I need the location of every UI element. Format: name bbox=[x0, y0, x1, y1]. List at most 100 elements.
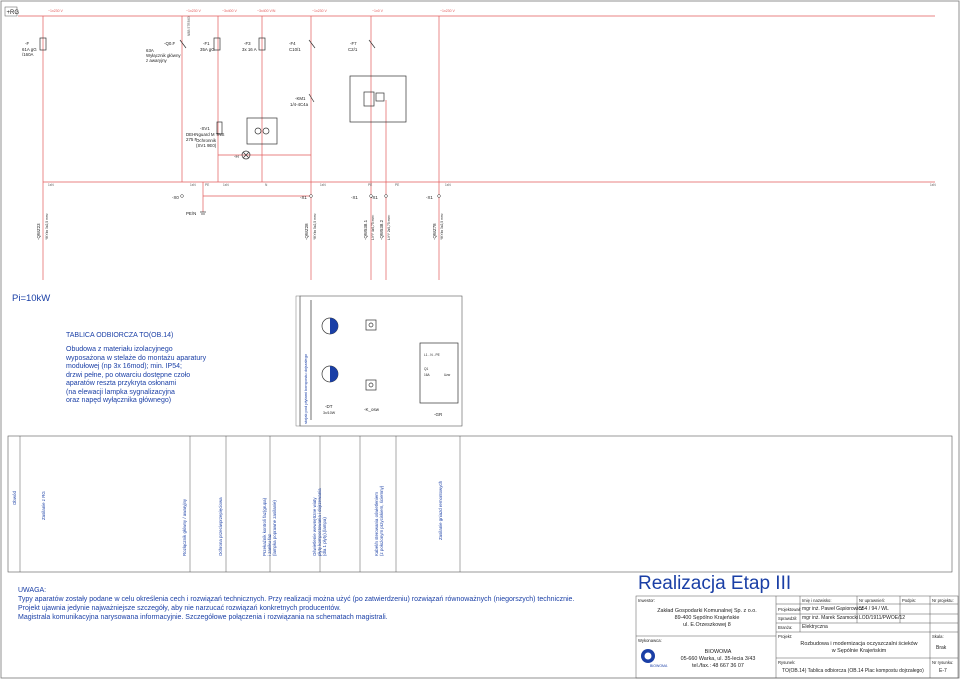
notes-heading: UWAGA: bbox=[18, 587, 47, 594]
terminals bbox=[180, 194, 441, 198]
label: LiYY 2x0,75 mm² bbox=[387, 214, 391, 240]
legend-col: Przekaźnik kontroli faz(grupa)i zaniku f… bbox=[262, 497, 277, 556]
label: Rozbudowa i modernizacja oczyszczalni śc… bbox=[800, 641, 918, 647]
k-osw-label: -K_osw bbox=[364, 407, 380, 412]
rg-box bbox=[4, 6, 18, 17]
bus-tag: ~1x0 V bbox=[372, 9, 384, 13]
cable-labels: -QWZ23 YKYżo 3x2,5 mm² -QWZ28 YKYżo 5x2,… bbox=[36, 213, 444, 240]
q0f-name: -Q0.F bbox=[164, 41, 176, 46]
investor-label: Inwestor: bbox=[638, 598, 655, 603]
bus-tag: ~1x230 V bbox=[312, 9, 328, 13]
investor-line: Zakład Gospodarki Komunalnej Sp. z o.o. bbox=[657, 608, 757, 614]
f7-name: -F7 bbox=[350, 41, 357, 46]
label: Nr uprawnień: bbox=[859, 598, 886, 603]
label: Sprawdził: bbox=[778, 616, 798, 621]
label: Rysunek: bbox=[778, 660, 796, 665]
label: Podpis: bbox=[902, 598, 916, 603]
x1-label: -X1 bbox=[300, 195, 307, 200]
sv1-spec: Ochronnik(SV1 9E0) bbox=[196, 138, 217, 148]
x1-label: -X1 bbox=[371, 195, 378, 200]
dt-name: -DT bbox=[325, 404, 333, 409]
label: wyposażona w stelaże do montażu aparatur… bbox=[66, 354, 207, 362]
label: 1xN bbox=[445, 183, 451, 187]
pe-label: PE/N bbox=[186, 211, 196, 216]
gr-label: -GR bbox=[434, 412, 443, 417]
label: YKYżo 5x2,5 mm² bbox=[313, 213, 317, 240]
km1-spec: 1/4-4C4a bbox=[290, 102, 309, 107]
notes-line: Projekt ujawnia jedynie najważniejsze sz… bbox=[18, 605, 341, 612]
cable-name: -QWZ23 bbox=[36, 223, 41, 240]
label: w Sępólnie Krajeńskim bbox=[831, 648, 887, 654]
label: oraz napęd wyłącznika głównego) bbox=[66, 397, 172, 404]
label: Brak bbox=[936, 645, 947, 651]
label: E-7 bbox=[939, 668, 947, 674]
label: Uzw bbox=[444, 373, 451, 377]
logo-text: BIOWOMA bbox=[650, 664, 668, 668]
power-label: Pi=10kW bbox=[12, 293, 51, 304]
f4-name: -F4 bbox=[289, 41, 296, 46]
label: YKYżo 3x2,5 mm² bbox=[440, 213, 444, 240]
bus-tag: ~3x400 V bbox=[222, 9, 238, 13]
x1-label: -X1 bbox=[351, 195, 358, 200]
lamp-icon bbox=[330, 318, 338, 334]
label: mgr inż. Marek Szamocki bbox=[802, 615, 859, 621]
bus-tag: ~1x230 V bbox=[186, 9, 202, 13]
km1-name: -KM1 bbox=[295, 96, 306, 101]
label: PE bbox=[368, 183, 372, 187]
label: 554 / 94 / WL bbox=[859, 606, 889, 612]
legend-col: Kabel/n sterowania oświetleniem(z położo… bbox=[374, 485, 384, 556]
legend-col: Zasilanie z RG bbox=[41, 491, 46, 520]
legend-frame bbox=[7, 435, 953, 573]
label: Skala: bbox=[932, 634, 944, 639]
label: LOD/1911/PWOE/12 bbox=[859, 615, 906, 621]
lamp-icon bbox=[330, 366, 338, 382]
label: Nr projektu: bbox=[932, 598, 954, 603]
legend-dividers bbox=[19, 436, 461, 572]
label: mgr inż. Paweł Gąsiorowicz bbox=[802, 606, 864, 612]
realizacja-title: Realizacja Etap III bbox=[638, 573, 792, 594]
label: LiYY 4x0,75 mm² bbox=[371, 214, 375, 240]
label: 1xN bbox=[223, 183, 229, 187]
cable-name: -QWZ78 bbox=[432, 223, 437, 240]
contractor-line: tel./fax.: 48 667 36 07 bbox=[692, 663, 744, 669]
contractor-line: 05-660 Warka, ul. 35-lecia 3/43 bbox=[680, 656, 756, 662]
notes-line: Magistrala komunikacyjna narysowana info… bbox=[18, 614, 388, 621]
label: Branża: bbox=[778, 625, 793, 630]
label: 1xN bbox=[320, 183, 326, 187]
label: (na elewacji lampka sygnalizacyjna bbox=[66, 388, 175, 396]
cable-name: -QW538.2 bbox=[379, 219, 384, 240]
bus-tag: ~1x230 V bbox=[48, 9, 64, 13]
label: 16A bbox=[424, 373, 431, 377]
label: PE bbox=[205, 183, 209, 187]
label: Elektryczna bbox=[802, 624, 828, 630]
label: YKYżo 3x2,5 mm² bbox=[45, 213, 49, 240]
enclosure-side-note: stojak pod płytami kompostu dojrzałego bbox=[303, 353, 308, 424]
breaker-glyphs bbox=[39, 37, 407, 215]
f1-spec: 35A gG bbox=[200, 47, 215, 52]
dt-spec: 3x/10W bbox=[323, 411, 336, 415]
legend-col: Zasilanie gniazd remontowych bbox=[438, 480, 443, 540]
bus-tag: ~3x400 V/N bbox=[257, 9, 276, 13]
investor-line: 89-400 Sępólno Krajeńskie bbox=[674, 615, 740, 621]
label: 1xN bbox=[48, 183, 54, 187]
h-name: -H bbox=[234, 154, 239, 159]
enclosure-symbols bbox=[310, 300, 459, 420]
f3-name: -F3 bbox=[244, 41, 251, 46]
x1-label: -X1 bbox=[426, 195, 433, 200]
contractor-line: BIOWOMA bbox=[704, 649, 732, 655]
legend-col: Rozłącznik główny / awaryjny bbox=[182, 498, 187, 556]
label: aparatów reszta przykryta osłonami bbox=[66, 380, 177, 387]
legend-texts: Obwód Zasilanie z RG Rozłącznik główny /… bbox=[12, 480, 443, 556]
cable-name: -QW538.1 bbox=[363, 219, 368, 240]
cable-name: -QWZ28 bbox=[304, 223, 309, 240]
biowoma-logo bbox=[641, 649, 655, 663]
notes-block: UWAGA: Typy aparatów zostały podane w ce… bbox=[18, 586, 618, 622]
f4-spec: C10/1 bbox=[289, 47, 301, 52]
label: Projektował: bbox=[778, 607, 801, 612]
enclosure-title: TABLICA ODBIORCZA TO(OB.14) bbox=[66, 332, 174, 339]
feeders bbox=[42, 16, 935, 280]
bus-tag: ~1x230 V bbox=[440, 9, 456, 13]
